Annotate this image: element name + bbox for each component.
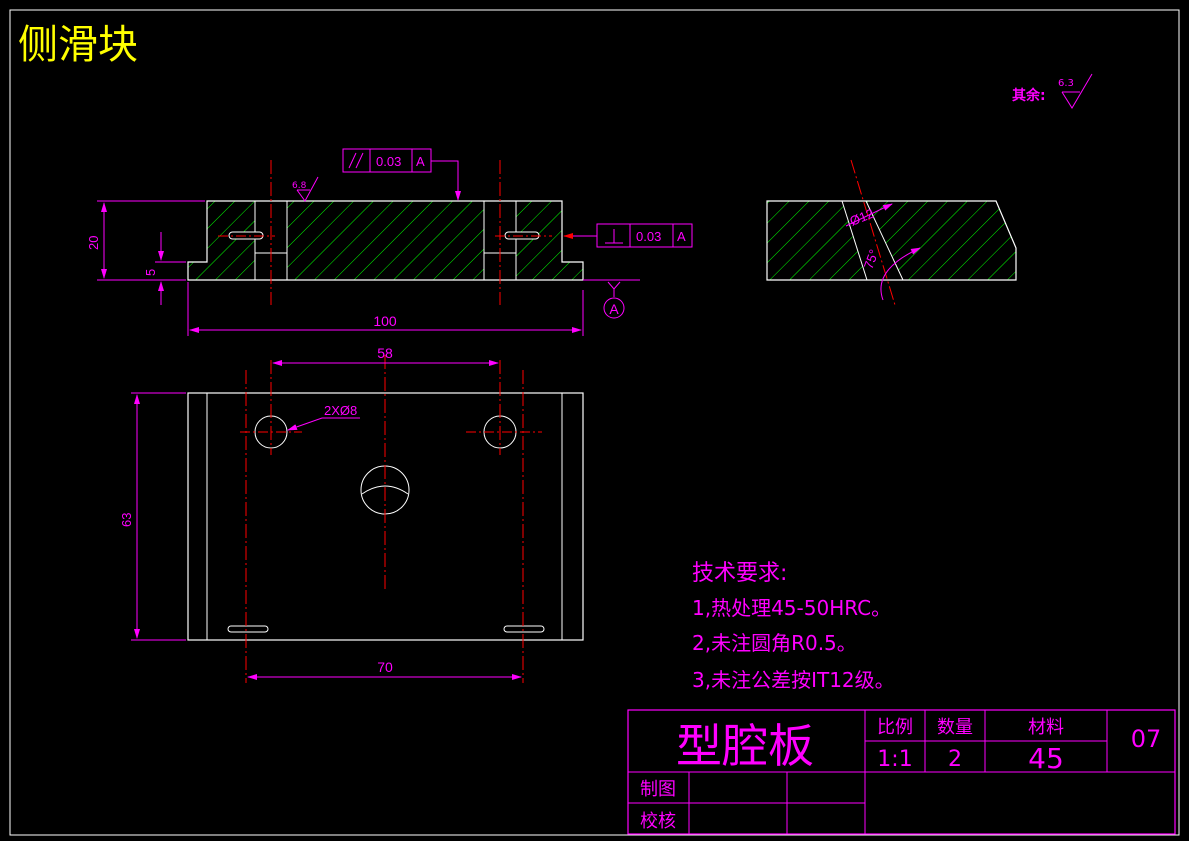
side-angle: 75°: [861, 247, 882, 271]
front-roughness-icon: [296, 176, 319, 202]
technical-requirements: 技术要求: 1,热处理45-50HRC。 2,未注圆角R0.5。 3,未注公差按…: [692, 561, 895, 692]
top-slot-right: [503, 625, 545, 633]
surface-roughness-note: 其余: 6.3: [1012, 73, 1093, 109]
drawing-title: 侧滑块: [18, 22, 138, 68]
dim-height: 20: [86, 236, 101, 250]
material-label: 材料: [1028, 717, 1064, 738]
side-centerline: [850, 159, 896, 306]
tech-req-heading: 技术要求:: [692, 561, 787, 586]
top-view: 58 2XØ8 63 70: [119, 345, 584, 683]
hole-callout: 2XØ8: [324, 403, 357, 418]
datum-a-symbol: [603, 297, 625, 319]
dim-step: 5: [143, 269, 158, 276]
side-view-outline: [766, 200, 1017, 281]
drawing-border: [9, 9, 1180, 836]
surface-note-value: 6.3: [1058, 78, 1074, 89]
front-roughness-value: 6.8: [292, 181, 307, 191]
perpendicularity-value: 0.03: [636, 229, 661, 244]
checked-label: 校核: [640, 811, 676, 832]
top-slot-left: [227, 625, 269, 633]
parallelism-value: 0.03: [376, 154, 401, 169]
qty-value: 2: [948, 747, 962, 772]
datum-label: A: [609, 301, 619, 317]
front-view: 6.8 0.03 A 0.03 A A 20 5: [86, 148, 693, 336]
top-view-outline: [187, 392, 584, 641]
drawn-label: 制图: [640, 779, 676, 800]
perpendicularity-datum: A: [677, 229, 686, 244]
side-view: Ø12 75°: [766, 159, 1017, 306]
surface-note-label: 其余:: [1012, 87, 1046, 104]
scale-label: 比例: [877, 717, 913, 738]
part-name: 型腔板: [676, 719, 814, 773]
parallel-icon: [348, 152, 364, 169]
parallelism-datum: A: [416, 154, 425, 169]
dim-length: 100: [373, 313, 397, 329]
tech-req-item-3: 3,未注公差按IT12级。: [692, 668, 895, 692]
tech-req-item-1: 1,热处理45-50HRC。: [692, 596, 891, 620]
roughness-symbol-icon: [1061, 73, 1093, 109]
qty-label: 数量: [937, 717, 973, 738]
scale-value: 1:1: [877, 747, 912, 772]
title-block: 型腔板 比例 数量 材料 1:1 2 45 07 制图 校核: [627, 709, 1176, 835]
dim-width: 63: [119, 513, 134, 527]
dim-hole-spacing: 58: [377, 345, 393, 361]
dim-slot-span: 70: [377, 659, 393, 675]
perpendicular-icon: [605, 229, 623, 244]
drawing-number: 07: [1131, 725, 1162, 753]
tech-req-item-2: 2,未注圆角R0.5。: [692, 631, 857, 655]
material-value: 45: [1028, 742, 1064, 775]
